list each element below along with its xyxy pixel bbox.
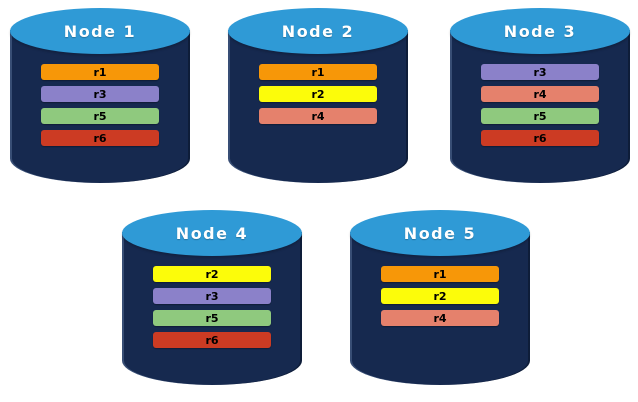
node-title: Node 4	[175, 223, 249, 243]
replica-label: r5	[533, 109, 547, 123]
replica-label: r5	[93, 109, 107, 123]
replica-label: r3	[205, 289, 219, 303]
replica-label: r4	[311, 109, 325, 123]
replica-label: r6	[205, 333, 219, 347]
replica-list: r1 r2 r4	[228, 64, 408, 124]
replica-bar[interactable]: r4	[381, 310, 499, 326]
database-node-cylinder[interactable]: Node 4 r2 r3 r5 r6	[122, 210, 302, 385]
replica-bar[interactable]: r5	[153, 310, 271, 326]
replica-bar[interactable]: r2	[381, 288, 499, 304]
replica-bar[interactable]: r1	[259, 64, 377, 80]
cylinder-top-ellipse: Node 3	[450, 8, 630, 54]
replica-bar[interactable]: r4	[259, 108, 377, 124]
replica-bar[interactable]: r3	[481, 64, 599, 80]
replica-list: r3 r4 r5 r6	[450, 64, 630, 146]
replica-label: r2	[205, 267, 219, 281]
replica-label: r6	[93, 131, 107, 145]
replica-bar[interactable]: r4	[481, 86, 599, 102]
cylinder-body	[450, 30, 630, 183]
replica-label: r4	[433, 311, 447, 325]
replica-bar[interactable]: r1	[41, 64, 159, 80]
replica-bar[interactable]: r3	[41, 86, 159, 102]
replica-bar[interactable]: r3	[153, 288, 271, 304]
replica-bar[interactable]: r1	[381, 266, 499, 282]
replica-list: r1 r3 r5 r6	[10, 64, 190, 146]
replica-list: r2 r3 r5 r6	[122, 266, 302, 348]
node-title: Node 2	[281, 21, 355, 41]
node-title: Node 3	[503, 21, 577, 41]
replica-bar[interactable]: r2	[153, 266, 271, 282]
cylinder-top-ellipse: Node 1	[10, 8, 190, 54]
replica-label: r2	[433, 289, 447, 303]
replica-bar[interactable]: r6	[41, 130, 159, 146]
database-node-cylinder[interactable]: Node 5 r1 r2 r4	[350, 210, 530, 385]
replica-list: r1 r2 r4	[350, 266, 530, 326]
replica-bar[interactable]: r5	[41, 108, 159, 124]
node-title: Node 1	[63, 21, 137, 41]
replica-label: r1	[311, 65, 325, 79]
replica-label: r1	[433, 267, 447, 281]
database-node-cylinder[interactable]: Node 2 r1 r2 r4	[228, 8, 408, 183]
database-node-cylinder[interactable]: Node 1 r1 r3 r5 r6	[10, 8, 190, 183]
cylinder-body	[350, 232, 530, 385]
replica-bar[interactable]: r5	[481, 108, 599, 124]
cylinder-body	[122, 232, 302, 385]
replica-label: r1	[93, 65, 107, 79]
cylinder-body	[10, 30, 190, 183]
replica-label: r6	[533, 131, 547, 145]
cylinder-top-ellipse: Node 4	[122, 210, 302, 256]
database-node-cylinder[interactable]: Node 3 r3 r4 r5 r6	[450, 8, 630, 183]
replica-label: r3	[533, 65, 547, 79]
cylinder-body	[228, 30, 408, 183]
replica-bar[interactable]: r6	[481, 130, 599, 146]
node-title: Node 5	[403, 223, 477, 243]
replica-bar[interactable]: r6	[153, 332, 271, 348]
cylinder-top-ellipse: Node 5	[350, 210, 530, 256]
replica-label: r5	[205, 311, 219, 325]
cylinder-top-ellipse: Node 2	[228, 8, 408, 54]
replica-label: r4	[533, 87, 547, 101]
replica-label: r2	[311, 87, 325, 101]
replica-label: r3	[93, 87, 107, 101]
replica-bar[interactable]: r2	[259, 86, 377, 102]
